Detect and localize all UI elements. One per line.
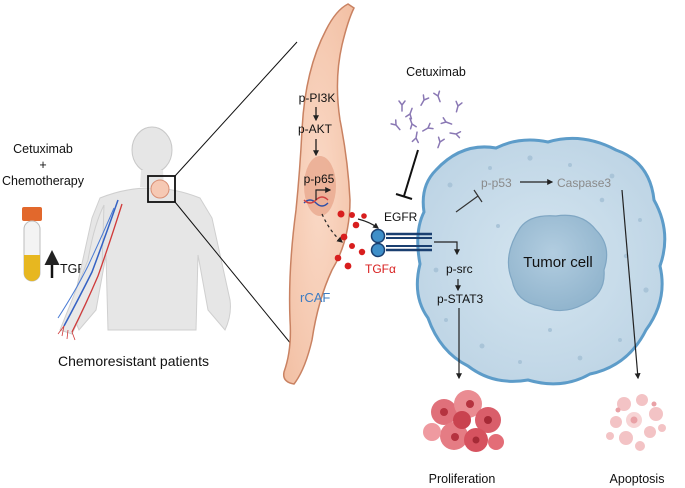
apoptosis-fragments-icon	[606, 394, 666, 451]
secretion-arrow	[321, 213, 343, 243]
treatment-label-plus: +	[39, 158, 46, 172]
proliferation-cluster-icon	[423, 390, 504, 452]
egfr-label: EGFR	[384, 210, 418, 224]
tgfa-molecules	[334, 210, 367, 270]
transcription-arrow	[315, 187, 332, 200]
pathway-step: p-AKT	[298, 122, 333, 136]
egfr-receptor	[370, 228, 432, 258]
egfr-src-arrow	[434, 241, 460, 256]
patients-caption: Chemoresistant patients	[58, 353, 209, 369]
pathway-step: p-PI3K	[299, 91, 336, 105]
activated-protein: p-STAT3	[437, 292, 484, 306]
activated-protein: p-src	[446, 262, 473, 276]
tumor-nucleus	[507, 214, 608, 312]
treatment-label-line1: Cetuximab	[13, 142, 73, 156]
zoom-box	[147, 175, 176, 203]
blood-tube-icon	[22, 207, 42, 282]
patient-body-icon	[57, 126, 231, 341]
pathway-step: p-p65	[304, 172, 335, 186]
caspase-apoptosis-arrow	[621, 189, 641, 380]
treatment-label-line2: Chemotherapy	[2, 174, 85, 188]
suppressed-protein: Caspase3	[557, 176, 611, 190]
apoptosis-label: Apoptosis	[610, 472, 665, 486]
proliferation-label: Proliferation	[429, 472, 496, 486]
fibroblast-nucleus	[304, 156, 336, 216]
tumor-cell-label: Tumor cell	[523, 254, 592, 271]
p53-inhibition	[455, 189, 483, 213]
tgfa-binding-arrow	[357, 218, 379, 229]
zoom-line-top	[174, 41, 298, 177]
tumor-vesicles	[433, 155, 649, 364]
tgfa-label: TGFα	[365, 262, 396, 276]
cetuximab-inhibition	[395, 149, 419, 200]
cetuximab-label: Cetuximab	[406, 65, 466, 79]
antibody-icon-group	[390, 90, 463, 149]
rcaf-label: rCAF	[300, 290, 330, 305]
zoom-line-bottom	[174, 201, 297, 351]
suppressed-protein: p-p53	[481, 176, 512, 190]
